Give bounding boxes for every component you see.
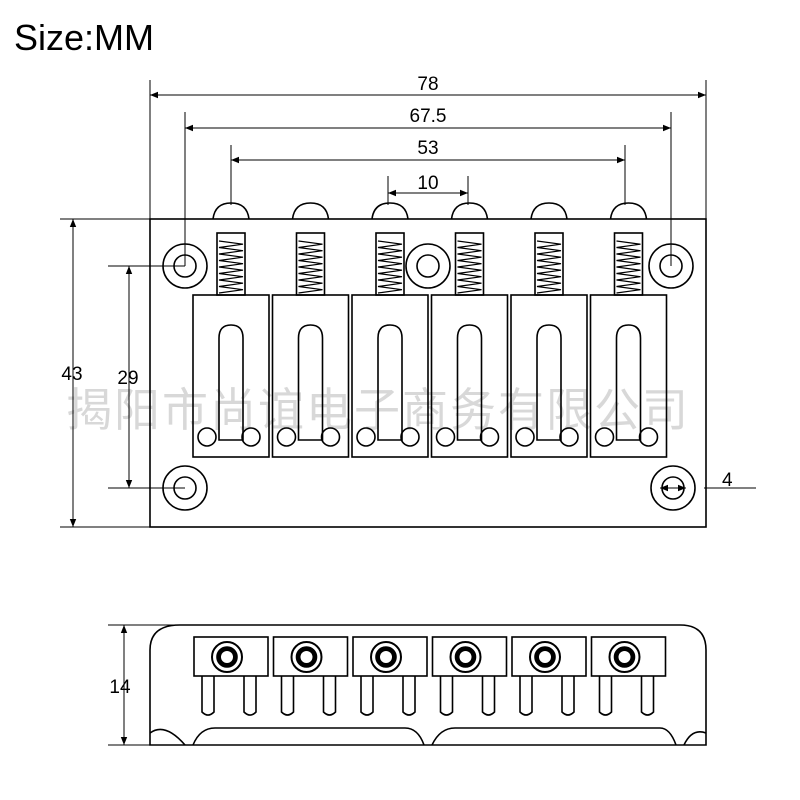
dim-overall-width: 78 (417, 74, 438, 95)
height-screw (559, 427, 579, 447)
height-screw (241, 427, 261, 447)
height-screw (594, 427, 615, 447)
screw-head (291, 202, 330, 220)
height-screw (435, 427, 456, 447)
base-plate (149, 218, 707, 528)
saddle-body (589, 294, 668, 458)
saddle-slot (456, 324, 483, 441)
saddle-slot (218, 324, 244, 441)
dim-string-spacing: 10 (417, 173, 438, 194)
saddle-slot (377, 324, 403, 441)
dimension-lines (60, 80, 756, 746)
saddle (192, 202, 270, 458)
saddle-side (193, 636, 269, 716)
dim-outer-screw-spacing: 67.5 (410, 106, 447, 127)
saddle (351, 202, 429, 458)
saddle-side (352, 636, 428, 716)
saddle-slot (297, 324, 324, 441)
saddle-body (271, 294, 350, 458)
dim-outer-saddle-spacing: 53 (417, 138, 438, 159)
dim-overall-length: 43 (61, 364, 82, 385)
saddle-body (510, 294, 588, 458)
screw-head (450, 202, 489, 220)
dim-mount-hole-spacing: 29 (117, 368, 138, 389)
height-screw (197, 427, 217, 447)
saddle (430, 202, 509, 458)
height-screw (515, 427, 535, 447)
saddle-side (590, 636, 667, 716)
saddle (271, 202, 350, 458)
dim-height: 14 (109, 677, 131, 698)
height-screw (320, 427, 341, 447)
saddle-body (430, 294, 509, 458)
saddle-body (192, 294, 270, 458)
height-screw (479, 427, 500, 447)
side-base (149, 624, 707, 746)
height-screw (356, 427, 376, 447)
height-screw (400, 427, 420, 447)
side-view (149, 624, 707, 746)
saddle-body (351, 294, 429, 458)
screw-head (371, 202, 409, 220)
size-unit-title: Size:MM (14, 17, 155, 58)
height-screw (276, 427, 297, 447)
screw-head (212, 202, 250, 220)
dim-hole-diameter: 4 (722, 470, 733, 491)
saddles-side (193, 636, 667, 716)
screw-head (609, 202, 648, 220)
saddle-slot (615, 324, 642, 441)
saddle (510, 202, 588, 458)
saddles-top (192, 202, 668, 458)
saddle-side (511, 636, 587, 716)
screw-head (530, 202, 568, 220)
watermark-text: 揭阳市尚谊电子商务有限公司 (66, 383, 690, 437)
mount-hole (405, 243, 451, 289)
saddle-slot (536, 324, 562, 441)
height-screw (638, 427, 659, 447)
top-view (149, 202, 707, 528)
saddle (589, 202, 668, 458)
saddle-side (272, 636, 349, 716)
saddle-side (431, 636, 508, 716)
